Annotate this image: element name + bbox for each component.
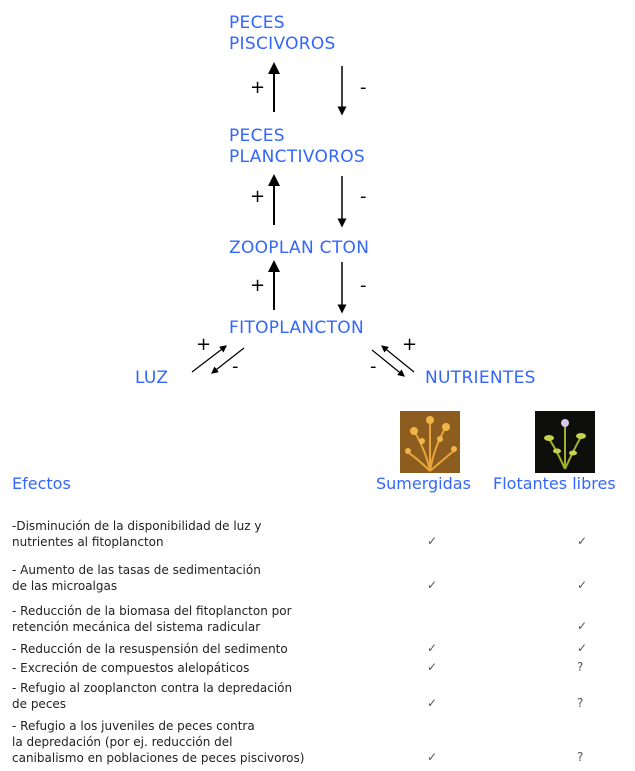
food-web-arrows [191,62,415,377]
sign-minus-1: - [360,77,367,98]
mark-sumergidas: ✓ [427,641,438,655]
effect-row-text: - Reducción de la resuspensión del sedim… [12,641,288,657]
effect-line: -Disminución de la disponibilidad de luz… [12,519,262,533]
node-peces-planctivoros: PECES PLANCTIVOROS [229,126,365,168]
effect-line: retención mecánica del sistema radicular [12,620,261,634]
mark-sumergidas: ✓ [427,750,438,764]
node-nutrientes: NUTRIENTES [425,368,536,388]
effect-line: - Aumento de las tasas de sedimentación [12,563,261,577]
node-luz: LUZ [135,368,169,388]
sign-minus-3: - [360,275,367,296]
effect-line: - Refugio a los juveniles de peces contr… [12,719,255,733]
mark-flotantes: ✓ [577,578,588,592]
effect-row-text: - Reducción de la biomasa del fitoplanct… [12,603,292,635]
column-header-flotantes: Flotantes libres [493,474,616,493]
effect-line: canibalismo en poblaciones de peces pisc… [12,751,305,765]
sign-minus-nutr: - [370,356,377,377]
mark-sumergidas: ✓ [427,534,438,548]
effect-row-text: - Refugio al zooplancton contra la depre… [12,680,292,712]
sign-plus-nutr: + [402,334,418,355]
effect-line: de peces [12,697,67,711]
mark-flotantes: ✓ [577,641,588,655]
mark-sumergidas: ✓ [427,660,438,674]
sign-plus-3: + [250,275,266,296]
effect-line: - Refugio al zooplancton contra la depre… [12,681,293,695]
mark-flotantes: ✓ [577,534,588,548]
effect-line: - Excreción de compuestos alelopáticos [12,661,250,675]
node-peces-piscivoros: PECES PISCIVOROS [229,13,336,55]
column-header-sumergidas: Sumergidas [376,474,471,493]
effect-row-text: - Refugio a los juveniles de peces contr… [12,718,304,766]
node-piscivoros-line1: PECES [229,13,285,33]
mark-sumergidas: ✓ [427,696,438,710]
effects-header: Efectos [12,474,71,493]
effect-line: - Reducción de la resuspensión del sedim… [12,642,288,656]
flotantes-plant-image [535,411,595,473]
mark-sumergidas: ✓ [427,578,438,592]
sign-minus-luz: - [232,356,239,377]
effect-line: - Reducción de la biomasa del fitoplanct… [12,604,292,618]
effect-line: la depredación (por ej. reducción del [12,735,233,749]
sumergidas-plant-image [400,411,460,473]
sign-plus-1: + [250,77,266,98]
mark-flotantes: ? [577,750,584,764]
effect-row-text: -Disminución de la disponibilidad de luz… [12,518,262,550]
effect-row-text: - Aumento de las tasas de sedimentación d… [12,562,261,594]
mark-flotantes: ✓ [577,619,588,633]
arrow-fito-to-nutr [371,349,405,377]
node-piscivoros-line2: PISCIVOROS [229,34,336,54]
arrow-nutr-to-fito [381,345,415,373]
effect-line: nutrientes al fitoplancton [12,535,164,549]
mark-flotantes: ? [577,660,584,674]
node-zooplancton: ZOOPLAN CTON [229,238,370,258]
sign-plus-2: + [250,186,266,207]
sign-plus-luz: + [196,334,212,355]
mark-flotantes: ? [577,696,584,710]
effect-row-text: - Excreción de compuestos alelopáticos [12,660,249,676]
node-planctivoros-line1: PECES [229,126,285,146]
node-fitoplancton: FITOPLANCTON [229,318,364,338]
effect-line: de las microalgas [12,579,118,593]
sign-minus-2: - [360,186,367,207]
node-planctivoros-line2: PLANCTIVOROS [229,147,366,167]
arrow-luz-to-fito [191,345,227,373]
arrow-fito-to-luz [211,347,245,374]
